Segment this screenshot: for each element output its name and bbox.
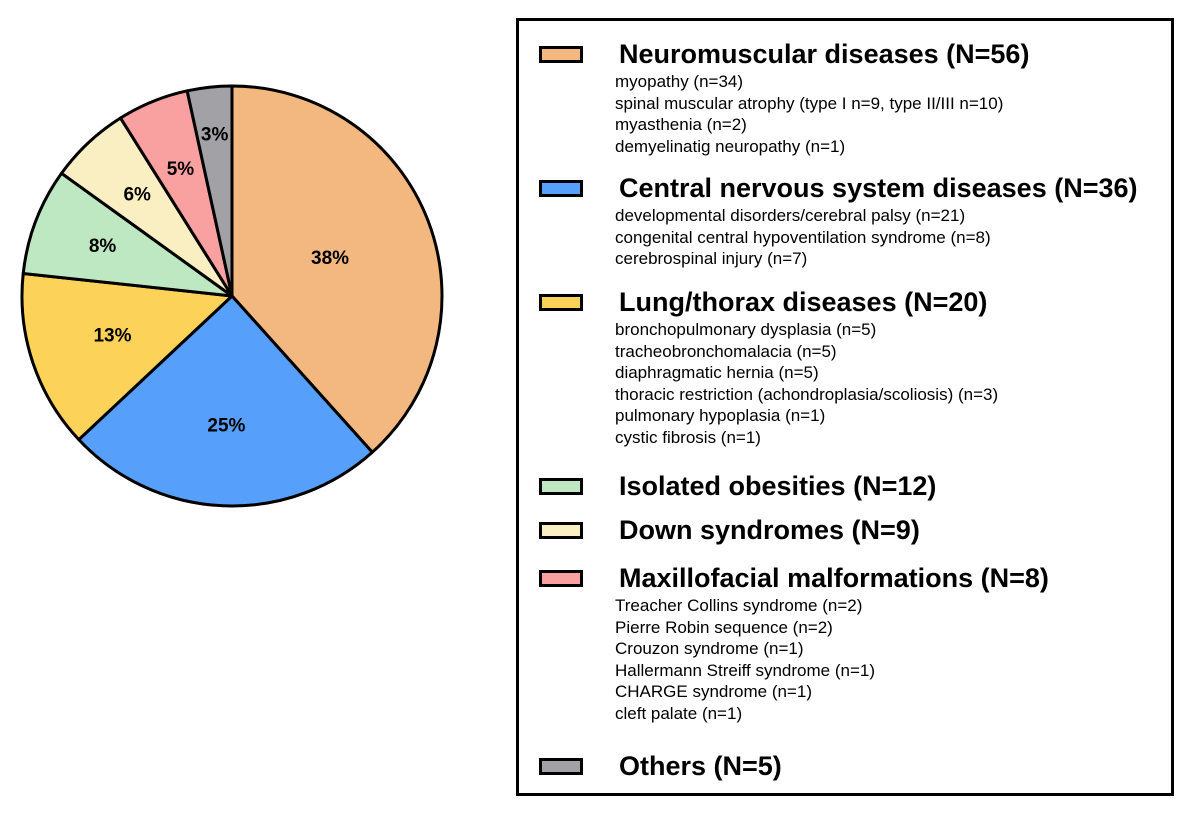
legend-subitem: Crouzon syndrome (n=1) <box>615 639 804 658</box>
legend-subitem: pulmonary hypoplasia (n=1) <box>615 406 826 425</box>
legend-label: Isolated obesities (N=12) <box>619 471 937 501</box>
legend-sublist: myopathy (n=34) spinal muscular atrophy (… <box>519 71 1029 157</box>
legend: Neuromuscular diseases (N=56)myopathy (n… <box>516 18 1174 796</box>
legend-subitem: demyelinatig neuropathy (n=1) <box>615 136 846 156</box>
slice-percent-label: 13% <box>93 325 131 346</box>
slice-percent-label: 3% <box>201 125 229 146</box>
legend-label: Maxillofacial malformations (N=8) <box>619 563 1049 593</box>
legend-subitem: myasthenia (n=2) <box>615 115 747 134</box>
legend-entry: Maxillofacial malformations (N=8) <box>519 561 1049 595</box>
legend-label: Neuromuscular diseases (N=56) <box>619 39 1030 69</box>
legend-entry: Down syndromes (N=9) <box>519 513 920 547</box>
pie-slice <box>21 171 234 298</box>
pie-slice <box>185 84 234 298</box>
legend-subitem: Pierre Robin sequence (n=2) <box>615 617 833 637</box>
legend-label: Others (N=5) <box>619 751 782 781</box>
legend-entry: Lung/thorax diseases (N=20) <box>519 285 998 319</box>
legend-subitem: cerebrospinal injury (n=7) <box>615 249 808 268</box>
pie-slice <box>77 294 374 508</box>
legend-subitem: myopathy (n=34) <box>615 72 744 91</box>
legend-label: Central nervous system diseases (N=36) <box>619 173 1138 203</box>
legend-sublist: bronchopulmonary dysplasia (n=5) tracheob… <box>519 319 998 448</box>
legend-subitem: developmental disorders/cerebral palsy (… <box>615 206 966 225</box>
legend-swatch <box>539 45 583 63</box>
pie-chart-svg: 38% 25% 13% 8% 6% 5% 3% <box>20 84 444 508</box>
legend-subitem: bronchopulmonary dysplasia (n=5) <box>615 320 877 339</box>
legend-group: Maxillofacial malformations (N=8)Treache… <box>519 561 1049 724</box>
legend-entry: Neuromuscular diseases (N=56) <box>519 37 1029 71</box>
legend-subitem: congenital central hypoventilation syndr… <box>615 227 991 247</box>
legend-subitem: CHARGE syndrome (n=1) <box>615 682 812 701</box>
legend-sublist: developmental disorders/cerebral palsy (… <box>519 205 1138 270</box>
pie-slice <box>230 84 444 454</box>
legend-subitem: diaphragmatic hernia (n=5) <box>615 363 819 382</box>
legend-subitem: tracheobronchomalacia (n=5) <box>615 341 837 361</box>
slice-percent-label: 6% <box>123 184 151 205</box>
slice-percent-label: 8% <box>89 236 117 257</box>
legend-subitem: Treacher Collins syndrome (n=2) <box>615 596 863 615</box>
legend-swatch <box>539 757 583 775</box>
legend-swatch <box>539 477 583 495</box>
legend-sublist: Treacher Collins syndrome (n=2) Pierre Ro… <box>519 595 1049 724</box>
legend-subitem: Hallermann Streiff syndrome (n=1) <box>615 660 875 680</box>
legend-subitem: cystic fibrosis (n=1) <box>615 427 761 447</box>
pie-chart: 38% 25% 13% 8% 6% 5% 3% <box>0 0 470 560</box>
legend-swatch <box>539 179 583 197</box>
legend-group: Lung/thorax diseases (N=20)bronchopulmon… <box>519 285 998 448</box>
legend-group: Others (N=5) <box>519 749 782 783</box>
legend-entry: Isolated obesities (N=12) <box>519 469 936 503</box>
legend-entry: Central nervous system diseases (N=36) <box>519 171 1138 205</box>
slice-percent-label: 5% <box>167 159 195 180</box>
legend-subitem: cleft palate (n=1) <box>615 703 743 723</box>
legend-group: Central nervous system diseases (N=36) de… <box>519 171 1138 270</box>
pie-slice <box>20 271 234 442</box>
legend-label: Down syndromes (N=9) <box>619 515 920 545</box>
slice-percent-label: 25% <box>207 416 245 437</box>
legend-group: Isolated obesities (N=12) <box>519 469 936 503</box>
legend-group: Neuromuscular diseases (N=56)myopathy (n… <box>519 37 1029 157</box>
legend-swatch <box>539 569 583 587</box>
legend-group: Down syndromes (N=9) <box>519 513 920 547</box>
legend-swatch <box>539 293 583 311</box>
legend-swatch <box>539 521 583 539</box>
legend-entry: Others (N=5) <box>519 749 782 783</box>
legend-subitem: spinal muscular atrophy (type I n=9, typ… <box>615 93 1004 113</box>
slice-percent-label: 38% <box>311 248 349 269</box>
legend-label: Lung/thorax diseases (N=20) <box>619 287 988 317</box>
legend-subitem: thoracic restriction (achondroplasia/sco… <box>615 384 999 404</box>
